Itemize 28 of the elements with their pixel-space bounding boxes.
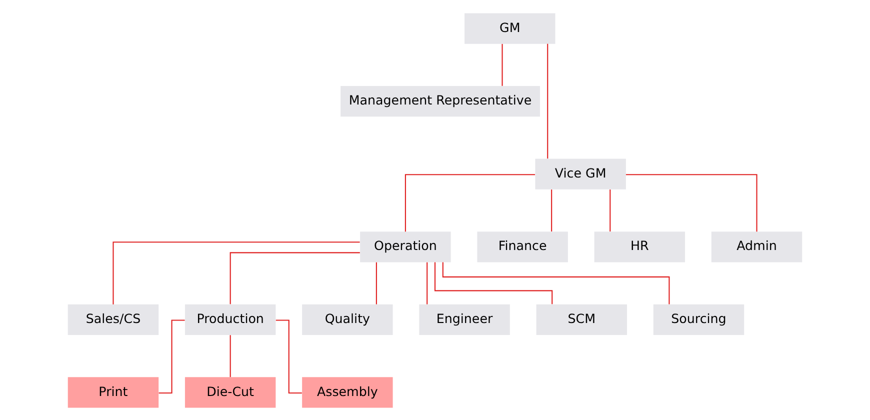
connector: [547, 43, 548, 158]
node-box: Vice GM: [535, 158, 626, 189]
node-box: Production: [184, 304, 276, 334]
connector: [112, 241, 360, 304]
node-box: SCM: [536, 304, 627, 334]
connector: [626, 174, 758, 232]
node-box: Engineer: [419, 304, 510, 334]
node-box: Sales/CS: [68, 304, 159, 334]
node-box: Print: [68, 376, 159, 408]
connector: [376, 262, 377, 304]
connector: [502, 43, 503, 86]
connector: [230, 252, 360, 304]
node-box: Sourcing: [653, 304, 744, 334]
connector: [442, 262, 670, 304]
connector: [426, 262, 428, 304]
node-box: Management Representative: [340, 86, 540, 116]
node-box: Quality: [302, 304, 393, 334]
node-box: Die-Cut: [184, 376, 276, 408]
connector: [610, 189, 611, 231]
node-box: GM: [464, 12, 556, 44]
node-box: Operation: [360, 231, 451, 262]
node-box: Assembly: [302, 376, 393, 408]
connector: [404, 174, 536, 232]
connector: [551, 189, 552, 231]
connector: [230, 334, 231, 377]
node-box: HR: [594, 231, 686, 262]
node-box: Finance: [477, 231, 568, 262]
node-box: Admin: [711, 231, 802, 262]
